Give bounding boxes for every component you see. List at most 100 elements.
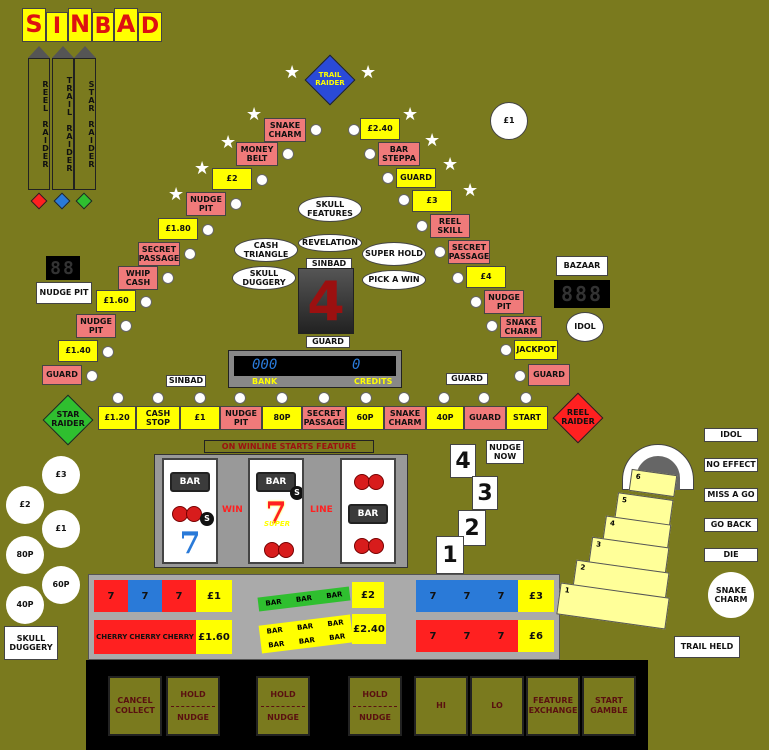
feature-oval: SUPER HOLD	[362, 242, 426, 266]
bank-label: BANK	[252, 377, 278, 386]
nudge-number: 4	[450, 444, 476, 478]
path-dot	[112, 392, 124, 404]
path-dot	[162, 272, 174, 284]
nudge-now-label: NUDGE NOW	[486, 440, 524, 464]
seven-symbol: 7	[179, 526, 201, 561]
pay-cell: BAR	[328, 632, 346, 643]
guard-label: GUARD	[446, 373, 488, 385]
title-letter: I	[46, 12, 68, 42]
outcome-label: DIE	[704, 548, 758, 562]
path-square: GUARD	[528, 364, 570, 386]
path-square: SNAKE CHARM	[500, 316, 542, 338]
pay-cell: BAR	[267, 639, 285, 650]
path-square: JACKPOT	[514, 340, 558, 360]
feature-oval: PICK A WIN	[362, 270, 426, 290]
path-square: SECRET PASSAGE	[448, 240, 490, 264]
pay-cell: £1.60	[196, 620, 232, 654]
star-icon: ★	[168, 184, 185, 205]
path-square: £2	[212, 168, 252, 190]
path-dot	[194, 392, 206, 404]
pay-cell: CHERRY	[96, 633, 128, 641]
path-dot	[102, 346, 114, 358]
path-square: CASH STOP	[136, 406, 180, 430]
snake-charm-circle: SNAKE CHARM	[708, 572, 754, 618]
path-dot	[438, 392, 450, 404]
path-square: NUDGE PIT	[186, 192, 226, 216]
lo-button[interactable]: LO	[470, 676, 524, 736]
path-square: 80P	[262, 406, 302, 430]
credits-value: 0	[352, 357, 361, 373]
path-dot	[348, 124, 360, 136]
pay-cell: BAR	[296, 622, 314, 633]
one-pound-circle: £1	[490, 102, 528, 140]
path-dot	[318, 392, 330, 404]
outcome-label: IDOL	[704, 428, 758, 442]
button-top-label: LO	[491, 701, 503, 711]
path-square: £1.80	[158, 218, 198, 240]
title-letter: N	[68, 8, 92, 42]
cancel-collect-button[interactable]: CANCEL COLLECT	[108, 676, 162, 736]
nudge-number: 2	[458, 510, 486, 546]
value-circle: 60P	[42, 566, 80, 604]
trail-held-label: TRAIL HELD	[674, 636, 740, 658]
reel-middle: BAR S 7 SUPER	[248, 458, 304, 564]
nudge-number: 1	[436, 536, 464, 574]
win-text: WIN	[222, 505, 243, 515]
path-square: START	[506, 406, 548, 430]
button-bottom-label: NUDGE	[177, 712, 209, 722]
path-dot	[152, 392, 164, 404]
hold-nudge-1-button[interactable]: HOLD NUDGE	[166, 676, 220, 736]
start-gamble-button[interactable]: START GAMBLE	[582, 676, 636, 736]
path-square: SECRET PASSAGE	[302, 406, 346, 430]
pay-cell: 7	[416, 620, 450, 652]
path-square: 40P	[426, 406, 464, 430]
trail-raider-text: TRAIL RAIDER	[315, 71, 345, 87]
star-icon: ★	[462, 180, 479, 201]
star-icon: ★	[442, 154, 459, 175]
star-raider-text: STAR RAIDER	[51, 410, 85, 428]
s-badge: S	[290, 486, 302, 500]
button-top-label: HOLD	[180, 689, 206, 699]
value-circle: £3	[42, 456, 80, 494]
path-dot	[398, 194, 410, 206]
tower-top	[52, 46, 74, 58]
path-square: £1.20	[98, 406, 136, 430]
bar-symbol: BAR	[170, 472, 210, 492]
value-circle: 40P	[6, 586, 44, 624]
hold-nudge-2-button[interactable]: HOLD NUDGE	[256, 676, 310, 736]
pay-cell: 7	[162, 580, 196, 612]
hi-button[interactable]: HI	[414, 676, 468, 736]
value-circle: 80P	[6, 536, 44, 574]
raider-label: STAR RAIDER	[87, 80, 96, 168]
path-square: NUDGE PIT	[220, 406, 262, 430]
guard-center-label: GUARD	[306, 336, 350, 348]
star-icon: ★	[424, 130, 441, 151]
path-dot	[514, 370, 526, 382]
pay-cell: CHERRY	[129, 633, 161, 641]
path-dot	[434, 246, 446, 258]
pay-cell: 7	[416, 580, 450, 612]
raider-label: REEL RAIDER	[41, 80, 50, 168]
path-dot	[230, 198, 242, 210]
pay-cell: BAR	[325, 590, 343, 601]
pay-cell: £3	[518, 580, 554, 612]
path-dot	[486, 320, 498, 332]
path-dot	[234, 392, 246, 404]
raider-tower	[28, 58, 50, 190]
feature-exchange-button[interactable]: FEATURE EXCHANGE	[526, 676, 580, 736]
hold-nudge-3-button[interactable]: HOLD NUDGE	[348, 676, 402, 736]
path-dot	[470, 296, 482, 308]
sinbad-label: SINBAD	[166, 375, 206, 387]
path-dot	[140, 296, 152, 308]
pay-cell: BAR	[295, 594, 313, 604]
pay-cell: 7	[484, 580, 518, 612]
title-letter: A	[114, 8, 138, 42]
outcome-label: GO BACK	[704, 518, 758, 532]
super-text: SUPER	[264, 520, 291, 528]
button-bottom-label: GAMBLE	[590, 706, 628, 715]
path-dot	[120, 320, 132, 332]
pay-cell: BAR	[327, 618, 345, 629]
outcome-label: MISS A GO	[704, 488, 758, 502]
cherry-icon	[172, 502, 206, 522]
red-gem-icon	[30, 192, 48, 210]
